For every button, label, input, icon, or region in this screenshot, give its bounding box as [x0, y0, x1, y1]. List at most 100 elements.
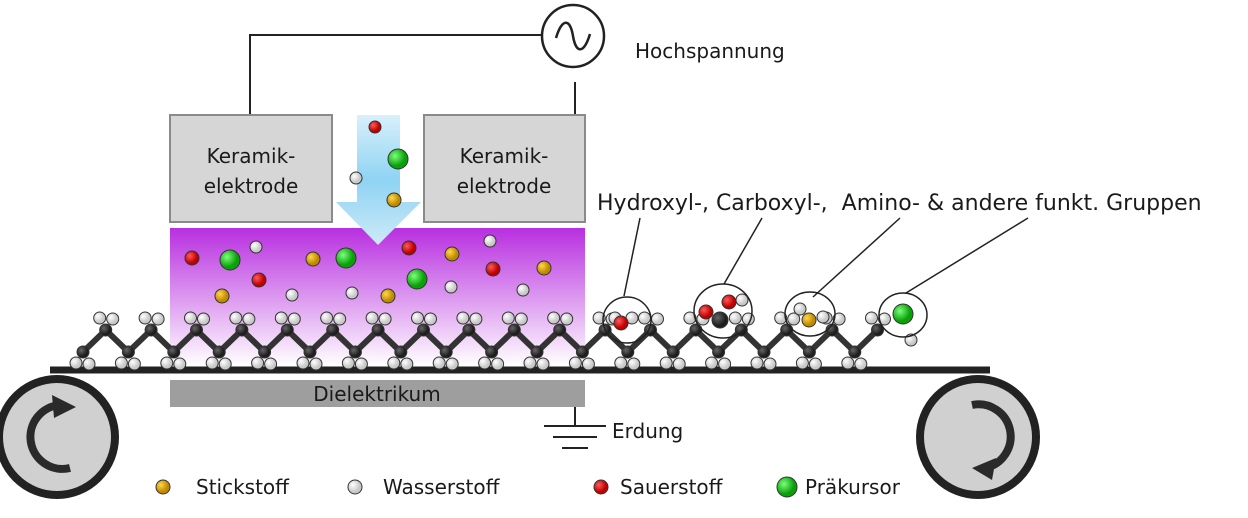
oxygen-atom [251, 272, 267, 288]
hydrogen-atom [841, 356, 855, 370]
hydrogen-atom [469, 312, 483, 326]
oxygen-atom [485, 261, 501, 277]
hydrogen-atom [285, 288, 299, 302]
carbon-atom [507, 323, 521, 337]
carbon-atom [371, 323, 385, 337]
oxygen-atom [721, 294, 737, 310]
dielectric-label: Dielektrikum [313, 382, 440, 406]
hydrogen-atom [184, 311, 197, 325]
carbon-atom [303, 345, 317, 359]
nitrogen-atom [380, 288, 396, 304]
nitrogen-atom [536, 260, 552, 276]
nitrogen-atom [386, 192, 402, 208]
dielectric [170, 380, 585, 407]
carbon-atom [394, 345, 408, 359]
hydroxyl-group-circle [602, 296, 652, 344]
carbon-atom [689, 323, 703, 337]
hydrogen-atom [456, 311, 470, 325]
roller-right [916, 375, 1040, 499]
hydrogen-atom [218, 357, 232, 371]
functional-groups-label: Hydroxyl-, Carboxyl-, Amino- & andere fu… [597, 191, 1202, 216]
nitrogen-atom [305, 251, 321, 267]
hydrogen-atom [432, 356, 446, 370]
legend-swatch-nitrogen [155, 479, 171, 495]
carbon-atom [326, 323, 340, 337]
carbon-atom [348, 345, 362, 359]
nitrogen-atom [444, 246, 460, 262]
hydrogen-atom [320, 311, 334, 325]
hydrogen-atom [197, 312, 210, 326]
hydrogen-atom [659, 356, 673, 370]
carbon-atom [462, 323, 476, 337]
nitrogen-atom [214, 288, 230, 304]
carbon-atom [871, 323, 884, 337]
hydrogen-atom [728, 311, 742, 325]
legend-label-hydrogen: Wasserstoff [383, 475, 501, 499]
carbon-atom [258, 345, 272, 359]
hydrogen-atom [672, 357, 686, 371]
hydrogen-atom [483, 234, 497, 248]
precursor-atom [406, 268, 428, 290]
hydrogen-atom [160, 356, 174, 370]
carbon-atom [780, 323, 794, 337]
legend-swatch-oxygen [593, 479, 609, 495]
carbon-atom [848, 345, 862, 359]
gas-flow-arrow [336, 115, 421, 245]
wire-left [249, 34, 542, 115]
carbon-atom [280, 323, 294, 337]
precursor-group-circle [878, 292, 928, 338]
electrode-left: Keramik- elektrode [169, 114, 333, 223]
carbon-atom [167, 345, 181, 359]
carboxyl-group-circle [693, 283, 753, 339]
hydrogen-atom [341, 356, 355, 370]
hydrogen-atom [808, 357, 822, 371]
hydrogen-atom [354, 357, 368, 371]
polymer-chain [69, 293, 918, 371]
hydrogen-atom [274, 311, 288, 325]
hydrogen-atom [69, 356, 83, 370]
oxygen-atom [401, 240, 417, 256]
carbon-atom [439, 345, 453, 359]
rotation-arrow-icon [971, 400, 1015, 472]
hydrogen-atom [151, 312, 165, 326]
hydrogen-atom [774, 311, 788, 325]
ac-voltage-source-icon [540, 3, 606, 69]
legend-label-precursor: Präkursor [805, 475, 901, 499]
hydrogen-atom [651, 312, 664, 326]
precursor-atom [219, 249, 241, 271]
hydrogen-atom [816, 310, 830, 324]
carbon-atom [621, 345, 635, 359]
hydrogen-atom [763, 357, 777, 371]
oxygen-atom [698, 304, 714, 320]
hydrogen-atom [333, 312, 347, 326]
hydrogen-atom [787, 312, 801, 326]
nitrogen-atom [801, 312, 817, 328]
carbon-atom [666, 345, 680, 359]
hydrogen-atom [127, 357, 141, 371]
precursor-atom [335, 247, 357, 269]
hydrogen-atom [345, 286, 359, 300]
hydrogen-atom [491, 357, 505, 371]
carbon-atom [485, 345, 499, 359]
hydrogen-atom [387, 356, 401, 370]
hydrogen-atom [349, 171, 363, 185]
hydrogen-atom [82, 357, 96, 371]
hydrogen-atom [627, 357, 641, 371]
carbon-atom [734, 323, 748, 337]
hydrogen-atom [400, 357, 414, 371]
hydrogen-atom [249, 240, 263, 254]
amino-group-circle [784, 291, 836, 337]
legend-label-nitrogen: Stickstoff [196, 475, 290, 499]
hydrogen-atom [251, 356, 265, 370]
legend: Stickstoff Wasserstoff Sauerstoff Präkur… [155, 475, 901, 499]
hydrogen-atom [287, 312, 301, 326]
hydrogen-atom [444, 280, 458, 294]
hydrogen-atom [378, 312, 392, 326]
oxygen-atom [368, 120, 382, 134]
carbon-atom [712, 345, 726, 359]
hydrogen-atom [865, 311, 878, 325]
hydrogen-atom [683, 311, 697, 325]
carbon-atom [711, 311, 729, 329]
electrode-left-line2: elektrode [204, 174, 299, 198]
